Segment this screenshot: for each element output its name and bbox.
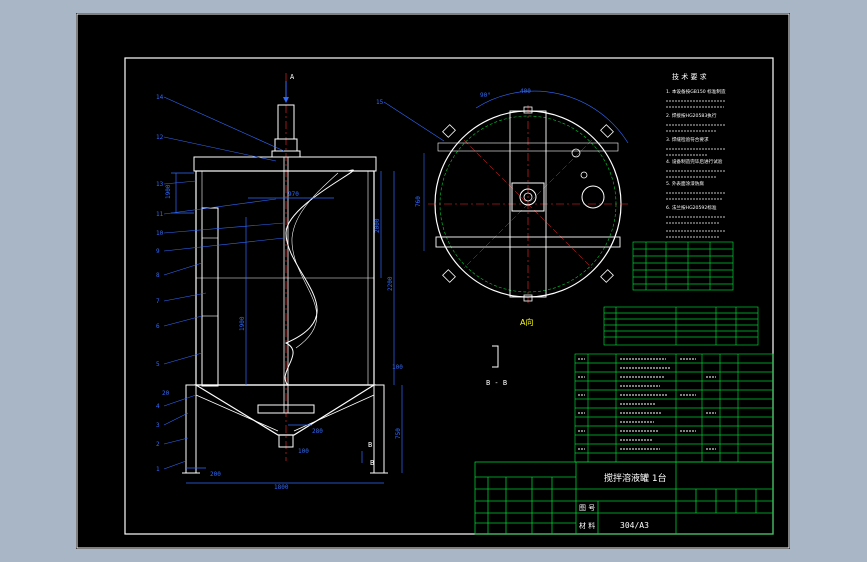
svg-text:8: 8 [156, 272, 160, 279]
leg-brace-left [195, 394, 279, 432]
tech-req-item-3: 3. 焊缝检验符合要求 [666, 136, 709, 143]
tech-req-item-4: 4. 设备制造完毕后进行试验 [666, 158, 723, 165]
title-block-drawing-label: 图 号 [579, 504, 595, 512]
top-beam-horizontal [435, 236, 621, 248]
top-view: 400 90° 760 15 A向 [376, 88, 629, 327]
dim-vertical-right: 2000 [374, 218, 381, 233]
cone-bottom [193, 384, 377, 436]
tech-requirements: 技 术 要 求 1. 本设备按GB150 标准制造 2. 焊接按HG20583执… [666, 72, 726, 238]
front-dimensions [171, 171, 403, 484]
sheet-border [76, 13, 790, 549]
top-dim-760: 760 [415, 196, 422, 207]
tech-req-item-2: 2. 焊接按HG20583执行 [666, 112, 717, 119]
title-block [474, 461, 774, 535]
motor-arrow-head [283, 97, 289, 103]
leader-numbers: 14 12 13 11 10 9 8 7 6 5 4 3 2 1 [156, 94, 164, 473]
cad-drawing: A [76, 13, 790, 549]
tech-req-item-6: 6. 法兰按HG20592标准 [666, 204, 717, 211]
svg-text:9: 9 [156, 248, 160, 255]
dim-leg-left: 20 [162, 390, 170, 397]
helical-ribbon-inner [291, 172, 339, 349]
dim-vertical-left: 1900 [165, 184, 172, 199]
section-bb: B - B [486, 345, 507, 387]
bottom-outlet [278, 434, 294, 448]
svg-text:5: 5 [156, 361, 160, 368]
dim-vertical-mid: 1900 [239, 316, 246, 331]
top-hub-circle-inner [523, 192, 533, 202]
dim-leg-offset: 200 [210, 471, 221, 478]
dim-overall-width: 1800 [274, 484, 289, 491]
svg-text:7: 7 [156, 298, 160, 305]
section-bb-label: B - B [486, 379, 507, 387]
svg-text:2: 2 [156, 441, 160, 448]
dim-inner-horizontal: 970 [288, 191, 299, 198]
section-mark-b-left: B [368, 441, 372, 449]
top-port-large [581, 185, 605, 209]
dim-bottom-right: 280 [312, 428, 323, 435]
title-block-material: 304/A3 [620, 521, 649, 530]
top-view-label: A向 [520, 317, 533, 327]
top-beam-vertical [509, 110, 547, 298]
leader-lines [163, 96, 285, 470]
top-dim-400: 400 [520, 88, 531, 95]
top-hub [511, 182, 545, 212]
top-dim-angle: 90° [480, 92, 491, 99]
leg-right [373, 384, 385, 474]
section-arrow-label-a: A [290, 73, 295, 81]
top-dim-arc [475, 90, 629, 144]
title-block-name: 搅拌溶液罐 1台 [604, 472, 667, 484]
svg-text:10: 10 [156, 230, 164, 237]
title-block-material-label: 材 料 [579, 521, 595, 530]
drawing-frame [124, 57, 774, 535]
top-beam-upper [437, 142, 619, 152]
svg-text:3: 3 [156, 422, 160, 429]
tech-req-item-1: 1. 本设备按GB150 标准制造 [666, 88, 726, 95]
svg-text:4: 4 [156, 403, 160, 410]
svg-text:12: 12 [156, 134, 164, 141]
drawing-sheet: A [76, 13, 790, 549]
dim-top-right: 100 [392, 364, 403, 371]
tech-req-item-5: 5. 外表面涂漆防腐 [666, 180, 704, 187]
section-mark-b-right: B [370, 459, 374, 467]
top-leader-15 [383, 101, 445, 142]
svg-text:6: 6 [156, 323, 160, 330]
svg-text:11: 11 [156, 211, 164, 218]
svg-text:1: 1 [156, 466, 160, 473]
bottom-impeller [257, 404, 315, 414]
tech-req-title: 技 术 要 求 [672, 72, 707, 81]
tech-req-filler-lines [666, 100, 726, 238]
top-diag-2 [463, 139, 593, 269]
front-view: A [156, 73, 403, 491]
top-leader-number: 15 [376, 99, 384, 106]
top-port-small-2 [580, 171, 588, 179]
helical-ribbon [284, 169, 354, 386]
dim-vertical-right2: 2200 [387, 276, 394, 291]
top-lugs [442, 106, 614, 302]
parts-table-lower [574, 353, 774, 463]
svg-text:13: 13 [156, 181, 164, 188]
tank-top-cover [193, 156, 377, 172]
section-bb-bracket [492, 345, 499, 368]
parts-table-upper [603, 306, 759, 346]
top-port-small-1 [571, 148, 581, 158]
dim-cone-height: 750 [395, 428, 402, 439]
nozzle-table [632, 241, 734, 291]
parts-table-fill-text [578, 358, 716, 450]
top-hub-circle [519, 188, 537, 206]
dim-bottom-outlet: 100 [298, 448, 309, 455]
svg-text:14: 14 [156, 94, 164, 101]
side-pipe [201, 207, 219, 387]
